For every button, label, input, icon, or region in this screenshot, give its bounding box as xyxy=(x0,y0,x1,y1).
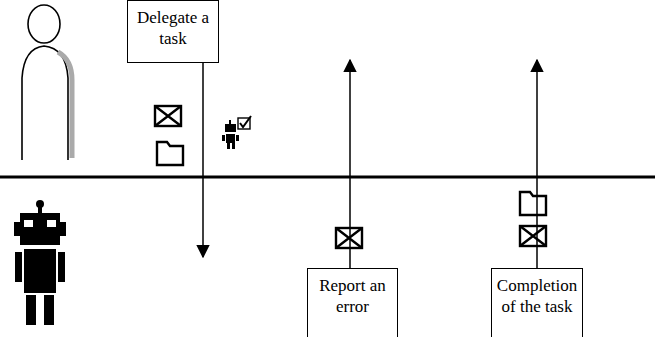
small-robot-check xyxy=(222,116,251,149)
envelope-icon xyxy=(336,228,362,248)
folder-icon xyxy=(157,142,183,165)
message-arrow xyxy=(202,63,204,257)
completion-box: Completion of the task xyxy=(491,268,583,337)
timeline xyxy=(0,176,655,179)
envelope-icon xyxy=(520,226,546,246)
box-label: Report an error xyxy=(308,269,397,317)
message-arrow xyxy=(349,60,351,268)
box-label: Completion of the task xyxy=(492,269,582,317)
delegate-box: Delegate a task xyxy=(127,0,219,63)
report-box: Report an error xyxy=(307,268,398,337)
box-label: Delegate a task xyxy=(128,1,218,49)
robot-figure xyxy=(14,200,66,325)
message-arrow xyxy=(536,60,538,268)
human-figure xyxy=(22,5,72,160)
folder-icon xyxy=(520,192,546,215)
envelope-icon xyxy=(155,106,181,126)
